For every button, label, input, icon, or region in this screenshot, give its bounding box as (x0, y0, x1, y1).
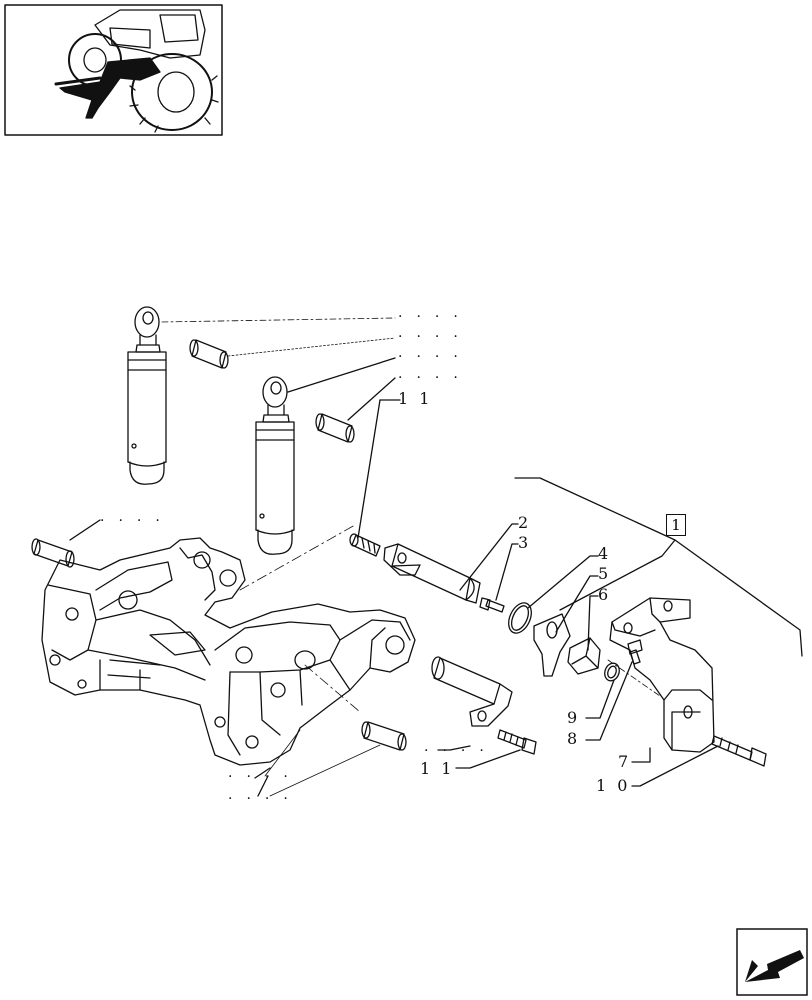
lift-bracket-housing (41, 537, 416, 766)
callout-4: 4 (598, 544, 612, 563)
small-bolt-left (349, 533, 381, 557)
dot-marker-7: .... (228, 765, 302, 781)
bracket-7 (609, 597, 715, 753)
hydraulic-cylinder-right (255, 376, 295, 555)
hydraulic-cylinder-left (127, 306, 167, 485)
callout-6: 6 (598, 585, 612, 604)
dot-marker-8: .... (228, 787, 302, 803)
bolt-10 (711, 735, 767, 767)
callout-8: 8 (567, 729, 581, 748)
callout-7: 7 (618, 752, 632, 771)
tractor-location-icon (4, 4, 223, 136)
nut-6 (567, 637, 601, 675)
dot-marker-6: .... (424, 739, 498, 755)
callout-10: 1 0 (596, 776, 631, 795)
bolt-lower (497, 729, 537, 755)
dot-marker-4: .... (398, 366, 472, 382)
pivot-pin-with-tab (383, 543, 481, 604)
callout-5: 5 (598, 564, 612, 583)
dot-marker-2: .... (398, 325, 472, 341)
callout-9: 9 (567, 708, 581, 727)
pin-upper-right (315, 413, 355, 443)
bolt-3 (479, 597, 505, 613)
washer-9 (604, 662, 620, 682)
pin-bottom (361, 721, 407, 751)
callout-2: 2 (518, 513, 532, 532)
dot-marker-3: .... (398, 345, 472, 361)
pin-lower-left (31, 538, 75, 568)
next-page-arrow-icon[interactable] (736, 928, 808, 996)
lock-plate-5 (533, 613, 571, 677)
callout-3: 3 (518, 533, 532, 552)
o-ring-4 (508, 602, 532, 634)
dot-marker-1: .... (398, 305, 472, 321)
assembly-boxed-label: 1 (666, 514, 686, 536)
dot-marker-5: .... (100, 509, 174, 525)
callout-11-lower: 1 1 (420, 759, 455, 778)
pin-with-tab-lower (431, 656, 513, 727)
callout-11-upper: 1 1 (398, 389, 433, 408)
pin-upper-left (189, 339, 229, 369)
